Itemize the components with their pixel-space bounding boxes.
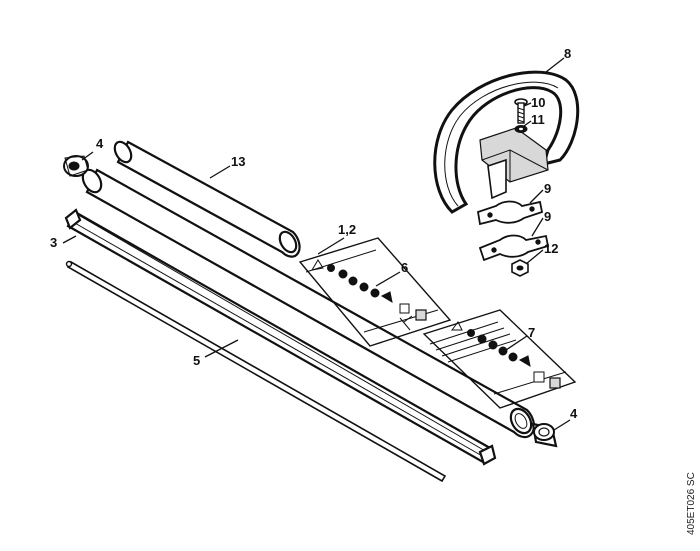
callout-12-nut: 12 bbox=[544, 241, 558, 256]
callout-7-label: 7 bbox=[528, 325, 535, 340]
callout-4-sleeve: 4 bbox=[570, 406, 578, 421]
callout-13-tube: 13 bbox=[231, 154, 245, 169]
part-4-sleeve-right bbox=[531, 422, 558, 448]
callout-10-screw: 10 bbox=[531, 95, 545, 110]
part-9-clamp-lower bbox=[478, 234, 550, 262]
part-10-screw bbox=[514, 98, 528, 124]
part-8-loop-handle bbox=[433, 70, 580, 214]
callout-5-shaft: 5 bbox=[193, 353, 200, 368]
part-7-warning-label bbox=[422, 309, 577, 409]
callout-labels: 4 3 13 5 1,2 6 7 4 8 10 11 9 9 12 bbox=[50, 46, 578, 421]
part-9-clamp-upper bbox=[476, 200, 544, 226]
part-3-liner-rail bbox=[64, 208, 497, 466]
callout-1-2-drive-tube: 1,2 bbox=[338, 222, 356, 237]
callout-6-label: 6 bbox=[401, 260, 408, 275]
part-12-hex-nut bbox=[511, 259, 529, 277]
callout-9-clamp-lower: 9 bbox=[544, 209, 551, 224]
callout-8-handle: 8 bbox=[564, 46, 571, 61]
drawing-code: 405ET026 SC bbox=[686, 472, 697, 535]
part-11-washer bbox=[514, 125, 528, 133]
part-6-warning-label bbox=[298, 237, 452, 347]
part-13-short-tube bbox=[113, 140, 301, 258]
leader-lines bbox=[62, 57, 571, 431]
part-5-drive-shaft bbox=[65, 260, 447, 483]
callout-11-washer: 11 bbox=[531, 112, 545, 127]
part-4-nut-left bbox=[63, 155, 89, 177]
callout-9-clamp-upper: 9 bbox=[544, 181, 551, 196]
callout-3-liner: 3 bbox=[50, 235, 57, 250]
callout-4-nut: 4 bbox=[96, 136, 104, 151]
